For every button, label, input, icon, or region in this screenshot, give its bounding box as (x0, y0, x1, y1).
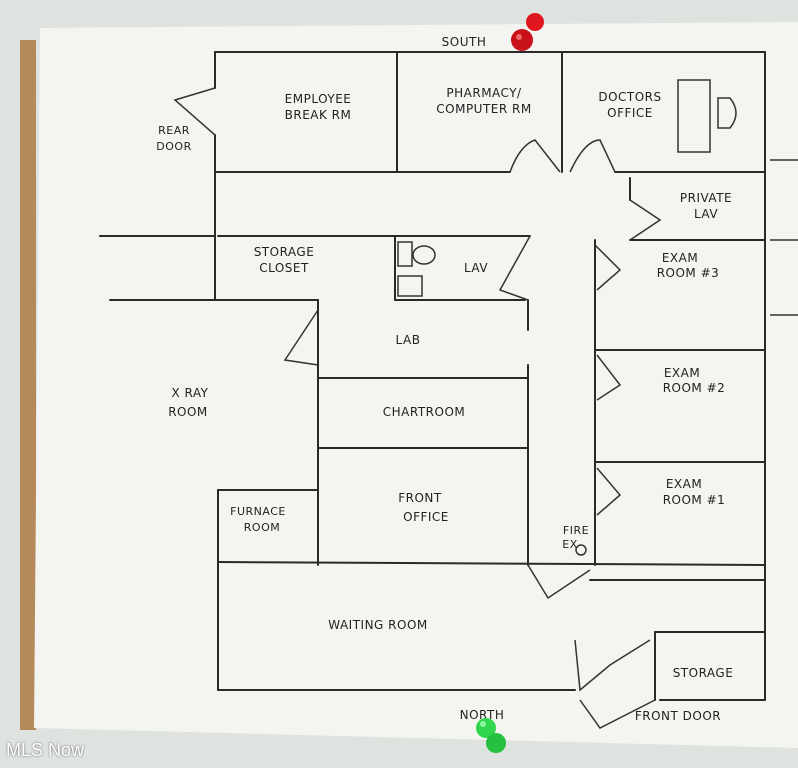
fixtures (397, 79, 737, 556)
label-doctors-office-2: OFFICE (607, 106, 653, 120)
label-exam-3-1: EXAM (662, 251, 698, 265)
cork-strip (20, 40, 36, 730)
outer-walls (99, 51, 766, 701)
label-front-office-2: OFFICE (403, 510, 449, 524)
label-storage-closet-2: CLOSET (259, 261, 309, 275)
fire-extinguisher-symbol (575, 544, 587, 556)
label-furnace-1: FURNACE (230, 505, 286, 518)
label-exam-2-1: EXAM (664, 366, 700, 380)
label-waiting-room: WAITING ROOM (328, 618, 428, 632)
interior-walls (214, 51, 766, 701)
label-fire-1: FIRE (563, 524, 589, 537)
label-employee-break-2: BREAK RM (285, 108, 352, 122)
label-rear-door-2: DOOR (156, 140, 191, 153)
green-pushpin-icon (476, 718, 506, 753)
label-storage-closet-1: STORAGE (254, 245, 315, 259)
label-private-lav-1: PRIVATE (680, 191, 732, 205)
label-lab: LAB (396, 333, 421, 347)
watermark-logo: MLS Now (6, 740, 85, 760)
door-swings (173, 87, 662, 729)
red-pushpin-icon (511, 13, 544, 51)
label-xray-2: ROOM (168, 405, 208, 419)
room-labels: SOUTH EMPLOYEE BREAK RM PHARMACY/ COMPUT… (156, 35, 733, 723)
label-doctors-office-1: DOCTORS (598, 90, 661, 104)
label-lav: LAV (464, 261, 488, 275)
label-storage: STORAGE (673, 666, 734, 680)
legend-column-clipped (770, 159, 798, 316)
label-pharmacy-1: PHARMACY/ (446, 86, 522, 100)
label-employee-break-1: EMPLOYEE (285, 92, 352, 106)
label-front-office-1: FRONT (398, 491, 442, 505)
label-exam-1-2: ROOM #1 (663, 493, 726, 507)
label-exam-3-2: ROOM #3 (657, 266, 720, 280)
label-chartroom: CHARTROOM (383, 405, 466, 419)
toilet-fixture (412, 245, 436, 265)
label-xray-1: X RAY (172, 386, 209, 400)
compass-north: NORTH (460, 708, 505, 722)
label-front-door: FRONT DOOR (635, 709, 721, 723)
label-private-lav-2: LAV (694, 207, 718, 221)
label-exam-1-1: EXAM (666, 477, 702, 491)
chair (717, 97, 737, 129)
sink-fixture (397, 241, 413, 267)
label-furnace-2: ROOM (244, 521, 280, 534)
label-exam-2-2: ROOM #2 (663, 381, 726, 395)
paper-sheet (34, 22, 798, 748)
label-fire-2: EX (562, 538, 578, 551)
compass-south: SOUTH (442, 35, 487, 49)
tub-fixture (397, 275, 423, 297)
label-pharmacy-2: COMPUTER RM (436, 102, 531, 116)
desk (677, 79, 711, 153)
label-rear-door-1: REAR (158, 124, 190, 137)
